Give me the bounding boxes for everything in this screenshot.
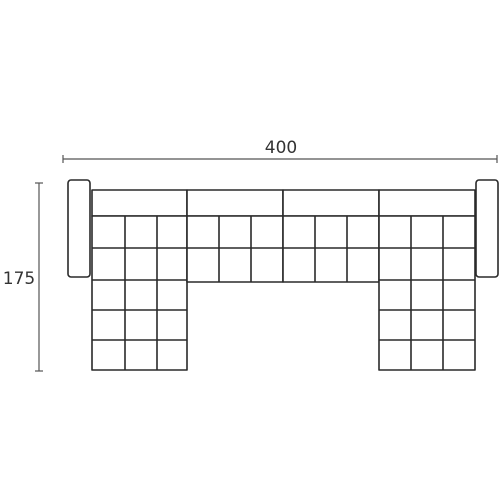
center-seat-module-1: [186, 215, 284, 283]
sofa-plan: [67, 179, 499, 371]
depth-dimension-label: 175: [3, 269, 35, 289]
center-seat-2-frame: [282, 215, 380, 283]
right-chaise-module: [378, 215, 476, 371]
back-cushion-4: [378, 189, 476, 217]
back-cushion-3: [282, 189, 380, 217]
center-seat-module-2: [282, 215, 380, 283]
back-cushion-1: [91, 189, 188, 217]
right-armrest: [475, 179, 499, 278]
left-chaise-module: [91, 215, 188, 371]
width-dimension: [62, 155, 498, 163]
center-seat-1-frame: [186, 215, 284, 283]
left-chaise-frame: [91, 215, 188, 371]
right-chaise-frame: [378, 215, 476, 371]
left-armrest: [67, 179, 91, 278]
back-cushion-2: [186, 189, 284, 217]
width-dimension-label: 400: [265, 138, 297, 158]
depth-dimension: [35, 182, 43, 372]
